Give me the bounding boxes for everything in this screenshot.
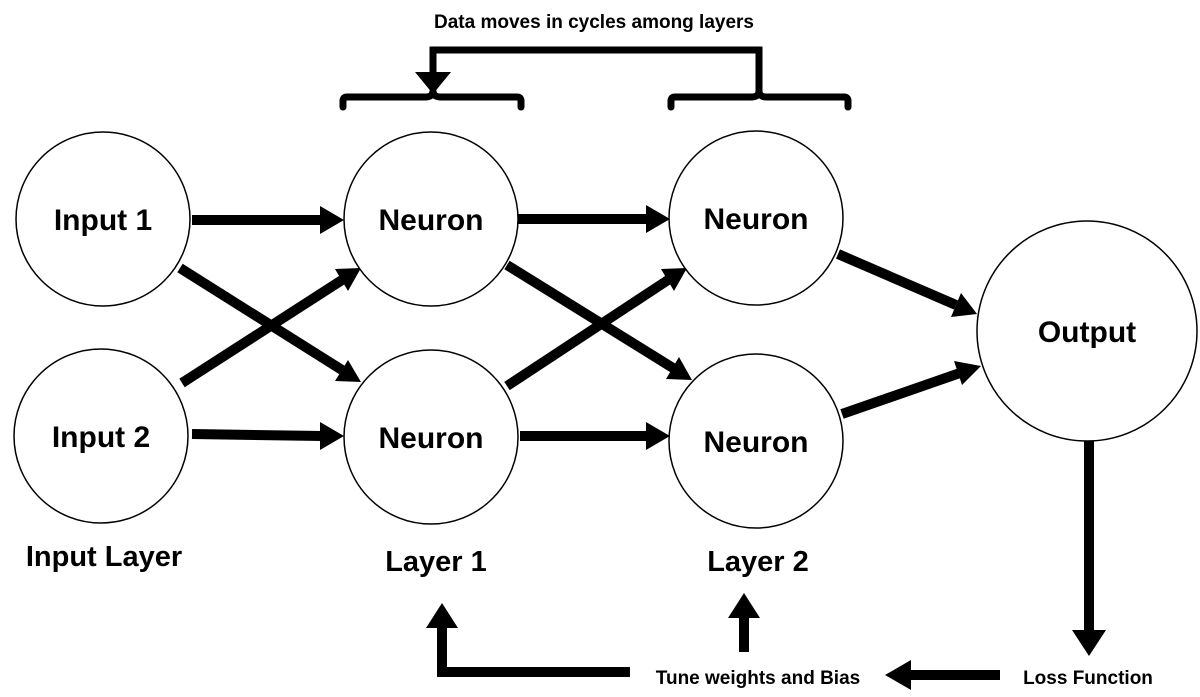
edge-l2bottom-output: [840, 361, 981, 419]
layer2-bracket: [667, 87, 852, 111]
node-layer1-top: Neuron: [343, 131, 519, 307]
edge-output-loss: [1072, 441, 1106, 656]
node-layer2-bottom: Neuron: [668, 353, 844, 529]
label-tune-weights: Tune weights and Bias: [656, 668, 860, 689]
edge-input2-l1top: [179, 268, 361, 388]
node-label: Neuron: [704, 203, 809, 236]
node-label: Neuron: [704, 426, 809, 459]
edge-l1bottom-l2top: [504, 268, 687, 391]
node-label: Input 1: [54, 204, 152, 237]
node-input-1: Input 1: [15, 131, 191, 307]
edge-l2top-output: [836, 249, 977, 317]
edge-tune-layer1: [426, 603, 630, 677]
node-label: Output: [1038, 316, 1136, 349]
node-input-2: Input 2: [13, 348, 189, 524]
edge-tune-layer2: [728, 593, 760, 652]
label-layer-2: Layer 2: [707, 546, 809, 578]
edge-l1bottom-l2bottom: [520, 422, 670, 450]
cycle-connector: [415, 46, 763, 96]
label-loss-function: Loss Function: [1023, 668, 1153, 689]
label-input-layer: Input Layer: [26, 541, 182, 573]
node-label: Input 2: [52, 421, 150, 454]
edge-input2-l1bottom: [191, 422, 344, 450]
node-label: Neuron: [379, 422, 484, 455]
layer1-bracket: [339, 87, 525, 111]
edge-input1-l1top: [192, 206, 344, 234]
edge-loss-tune: [885, 660, 1000, 690]
node-layer2-top: Neuron: [668, 130, 844, 306]
node-output: Output: [976, 220, 1198, 442]
edge-l1top-l2top: [518, 205, 670, 233]
label-layer-1: Layer 1: [385, 546, 487, 578]
edge-l1top-l2bottom: [504, 260, 692, 380]
cycle-title: Data moves in cycles among layers: [434, 12, 754, 33]
edge-input1-l1bottom: [177, 263, 361, 382]
node-label: Neuron: [379, 204, 484, 237]
node-layer1-bottom: Neuron: [343, 349, 519, 525]
